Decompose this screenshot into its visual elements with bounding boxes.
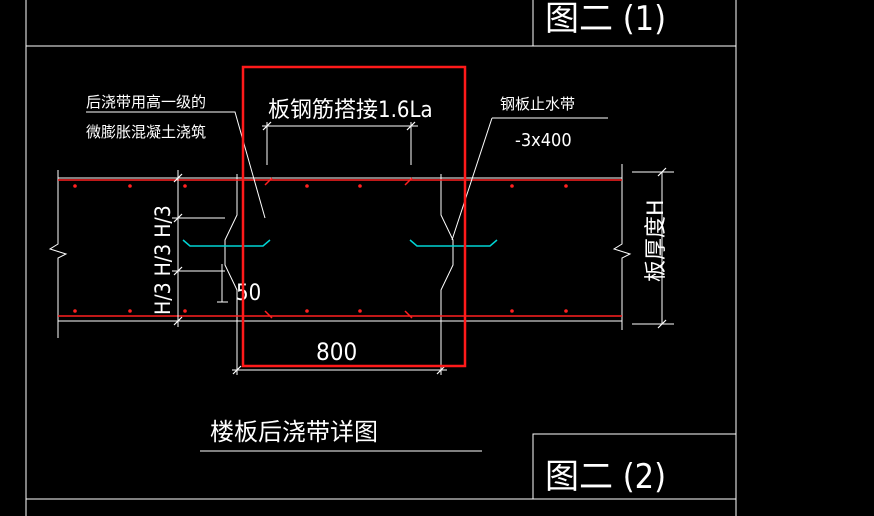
dimension-ticks — [173, 121, 667, 375]
dim-800-label: 800 — [316, 338, 357, 366]
title-block-top: 图二 (1) — [545, 0, 666, 39]
thickness-label: 板厚度H — [644, 199, 669, 282]
drawing-caption: 楼板后浇带详图 — [210, 418, 378, 446]
highlight-box[interactable] — [241, 65, 467, 368]
note-left-line1: 后浇带用高一级的 — [86, 93, 206, 111]
note-right-line2: -3x400 — [515, 130, 572, 151]
sheet-frame — [25, 0, 737, 516]
waterstop — [182, 239, 498, 247]
rebar — [58, 177, 622, 319]
dim-h3-label: H/3 H/3 H/3 — [151, 205, 175, 315]
note-lap-length: 板钢筋搭接1.6La — [268, 98, 433, 123]
note-left-line2: 微膨胀混凝土浇筑 — [86, 123, 206, 141]
note-right-line1: 钢板止水带 — [500, 95, 575, 113]
slab-outline — [48, 164, 632, 338]
dimension-lines — [86, 111, 674, 375]
title-block-bottom: 图二 (2) — [545, 457, 666, 497]
dim-50-label: 50 — [236, 281, 261, 306]
rebar-dots — [73, 184, 568, 313]
